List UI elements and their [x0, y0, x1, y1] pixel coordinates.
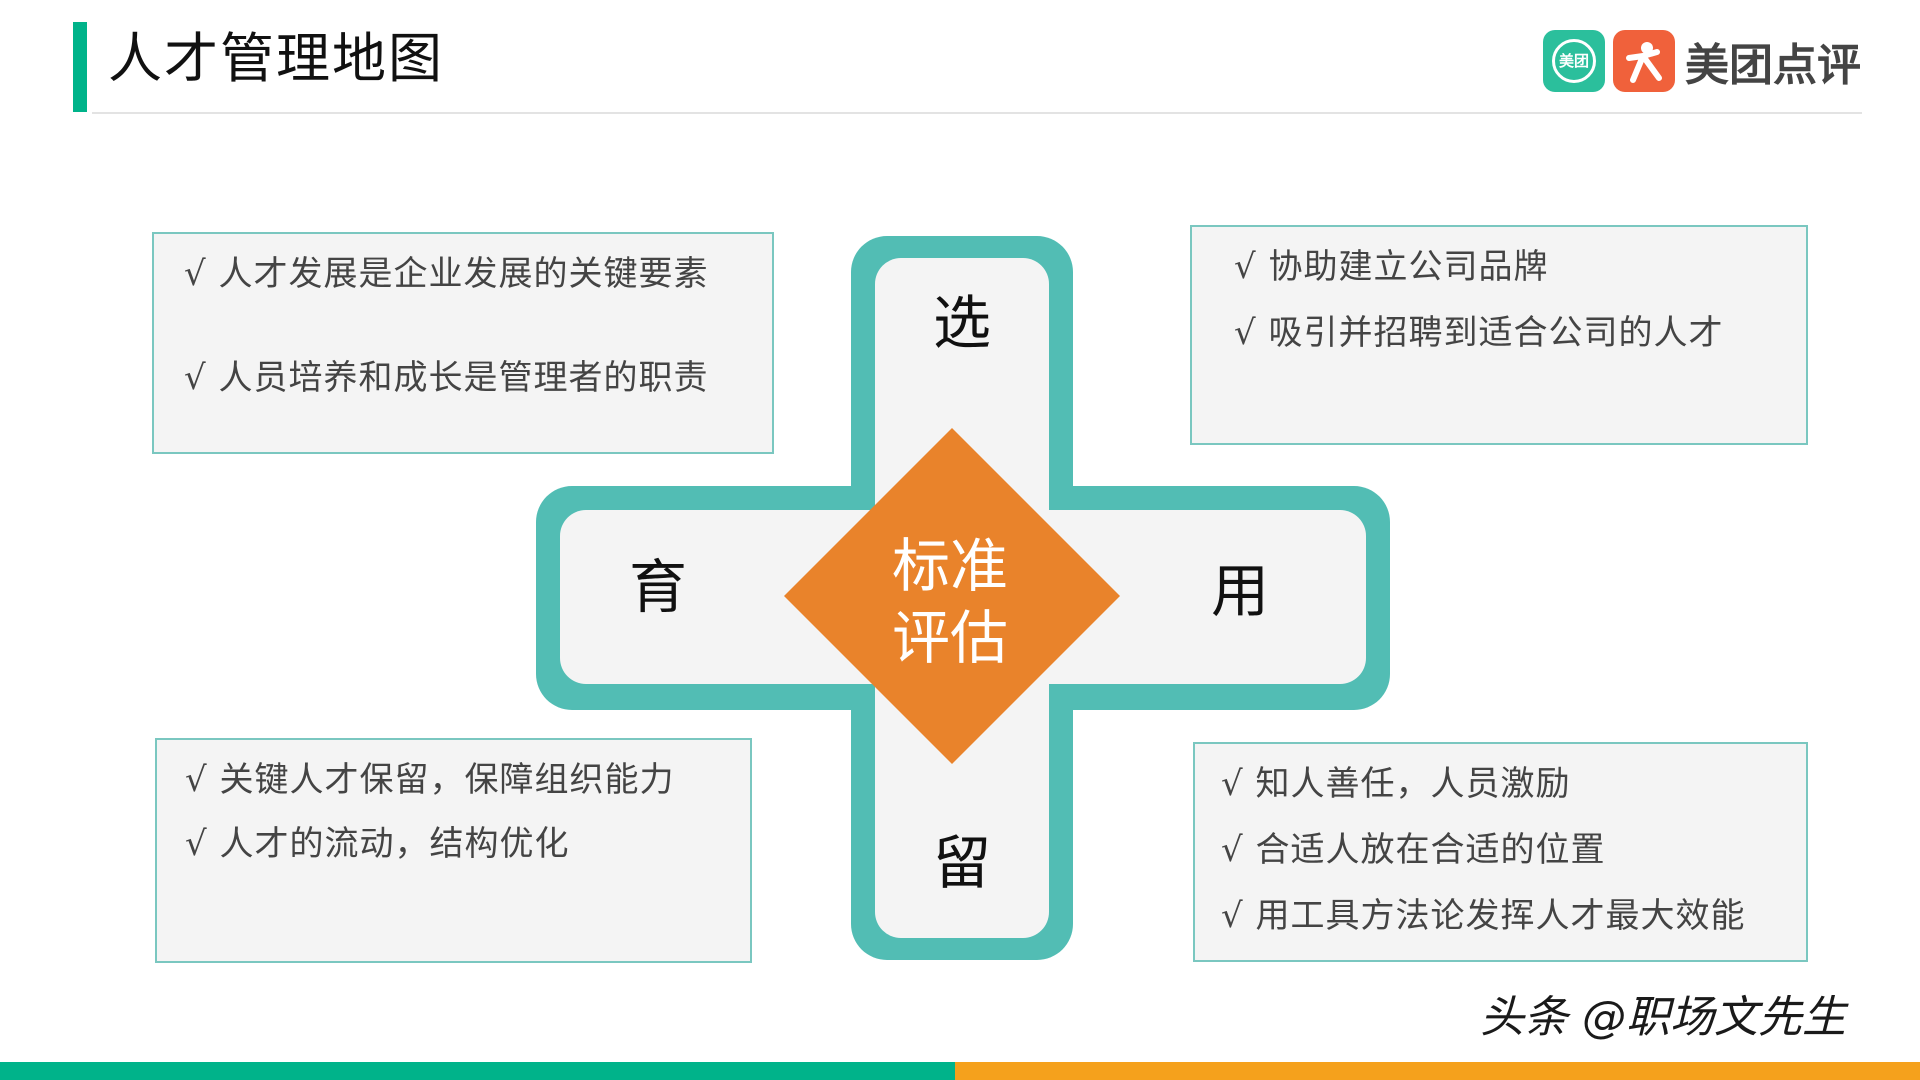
box-bottom-right-item: √ 知人善任，人员激励	[1221, 764, 1571, 804]
box-top-left-item: √ 人员培养和成长是管理者的职责	[184, 358, 709, 398]
dianping-logo-icon	[1613, 29, 1675, 92]
title-accent-bar	[73, 22, 87, 112]
center-label-line-2: 评估	[891, 604, 1008, 672]
box-bottom-right-item: √ 用工具方法论发挥人才最大效能	[1221, 896, 1746, 936]
box-bottom-left-item: √ 关键人才保留，保障组织能力	[185, 760, 675, 800]
arm-label-left: 育	[628, 553, 687, 621]
center-diamond	[784, 428, 1120, 764]
box-bottom-right: √ 知人善任，人员激励 √ 合适人放在合适的位置 √ 用工具方法论发挥人才最大效…	[1193, 742, 1808, 962]
box-bottom-left: √ 关键人才保留，保障组织能力 √ 人才的流动，结构优化	[155, 738, 752, 963]
box-top-left: √ 人才发展是企业发展的关键要素 √ 人员培养和成长是管理者的职责	[152, 232, 774, 454]
center-label-line-1: 标准	[891, 532, 1008, 600]
arm-label-top: 选	[932, 289, 991, 357]
watermark: 头条 @职场文先生	[1480, 992, 1846, 1043]
box-top-left-item: √ 人才发展是企业发展的关键要素	[184, 254, 709, 294]
footer-bar-green	[0, 1062, 955, 1080]
center-label: 标准 评估	[870, 530, 1030, 674]
company-logo: 美团 美团点评	[1543, 29, 1861, 92]
meituan-logo-icon: 美团	[1543, 29, 1605, 92]
arm-label-right: 用	[1210, 557, 1269, 625]
box-bottom-right-item: √ 合适人放在合适的位置	[1221, 830, 1606, 870]
arm-label-bottom: 留	[932, 829, 991, 897]
page-title: 人才管理地图	[108, 27, 444, 90]
box-top-right-item: √ 协助建立公司品牌	[1234, 247, 1549, 287]
box-top-right-item: √ 吸引并招聘到适合公司的人才	[1234, 313, 1724, 353]
meituan-badge-text: 美团	[1552, 38, 1596, 83]
title-divider	[92, 112, 1862, 114]
footer-bar-orange	[955, 1062, 1920, 1080]
box-top-right: √ 协助建立公司品牌 √ 吸引并招聘到适合公司的人才	[1190, 225, 1808, 445]
box-bottom-left-item: √ 人才的流动，结构优化	[185, 824, 570, 864]
brand-name: 美团点评	[1685, 39, 1861, 91]
